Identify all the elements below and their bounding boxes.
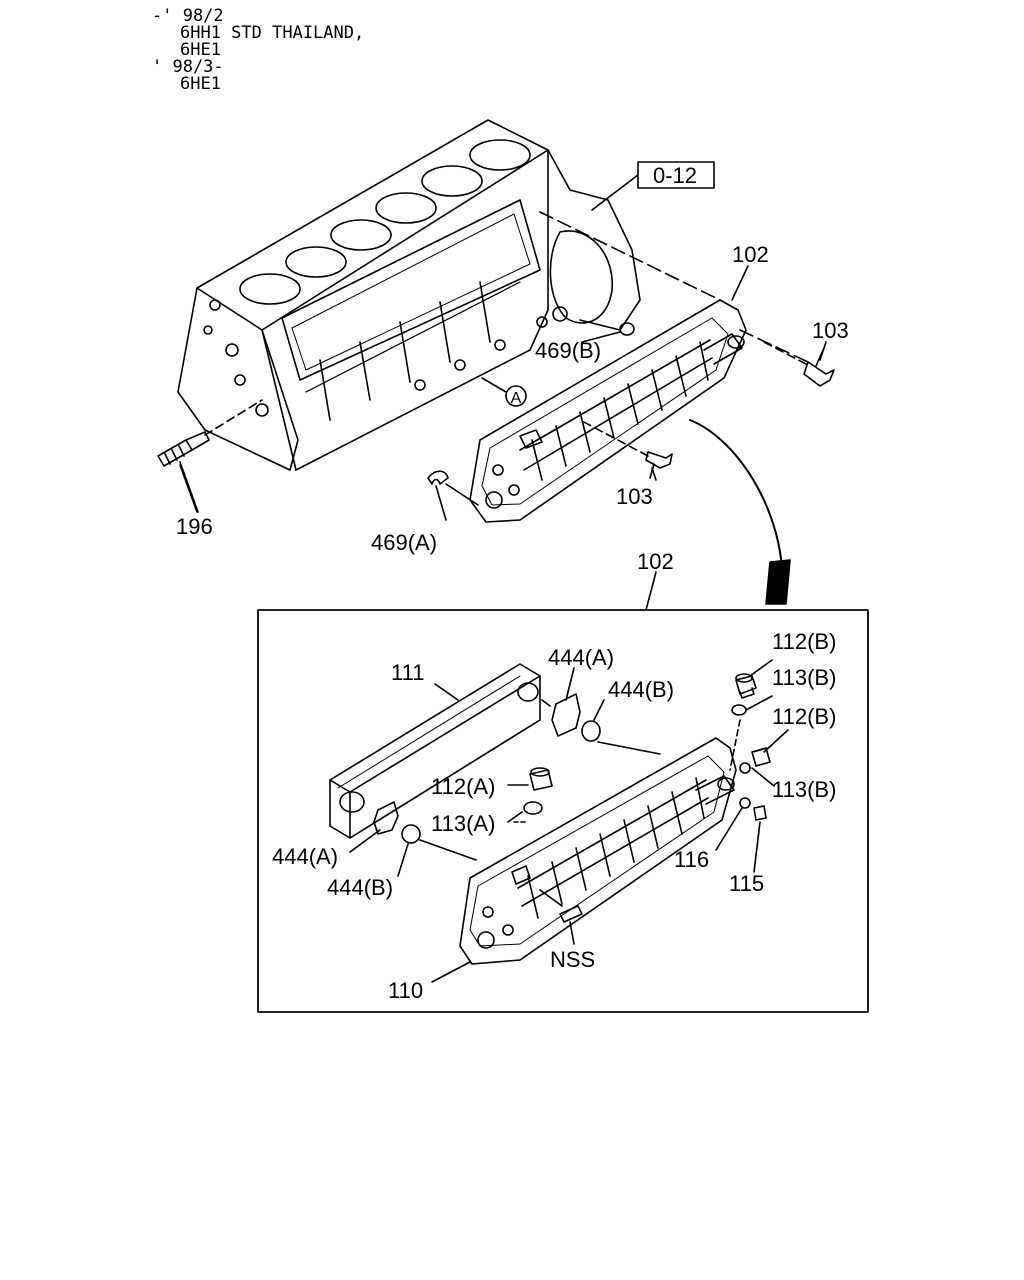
circle-ref-label: A bbox=[511, 390, 522, 407]
label-112b-mid: 112(B) bbox=[772, 704, 836, 729]
plug-196 bbox=[157, 399, 263, 513]
label-196: 196 bbox=[176, 514, 213, 539]
oring-444b-top bbox=[581, 720, 601, 742]
gasket-444a-low bbox=[373, 801, 399, 835]
drain-plug-115 bbox=[753, 805, 767, 821]
label-103-right: 103 bbox=[812, 318, 849, 343]
label-102-detail: 102 bbox=[637, 549, 674, 574]
label-102-top: 102 bbox=[732, 242, 769, 267]
header-line-3: 6HE1 bbox=[180, 40, 221, 60]
nss-tag bbox=[559, 905, 583, 923]
label-103-middle: 103 bbox=[616, 484, 653, 509]
gasket-469a bbox=[427, 470, 449, 485]
label-469b: 469(B) bbox=[535, 338, 601, 363]
cylinder-block bbox=[177, 119, 641, 471]
ref-box-label: 0-12 bbox=[653, 163, 697, 188]
cooler-body-110 bbox=[459, 737, 737, 965]
detail-arrow-icon bbox=[765, 559, 791, 605]
label-112a: 112(A) bbox=[431, 774, 495, 799]
ring-113b-top bbox=[731, 704, 747, 716]
label-113a: 113(A) bbox=[431, 811, 495, 836]
circle-ref-a bbox=[505, 385, 527, 407]
ring-113a bbox=[523, 801, 543, 815]
label-469a: 469(A) bbox=[371, 530, 437, 555]
oring-444b-low bbox=[401, 824, 421, 844]
plug-112b-top bbox=[735, 673, 757, 699]
gasket-444a-top bbox=[551, 693, 581, 737]
label-444b-top: 444(B) bbox=[608, 677, 674, 702]
label-444a-top: 444(A) bbox=[548, 645, 614, 670]
label-111: 111 bbox=[391, 660, 424, 685]
header-line-1: -' 98/2 bbox=[152, 6, 224, 26]
label-115: 115 bbox=[729, 871, 764, 896]
header-line-4: ' 98/3- bbox=[152, 57, 224, 77]
ring-113b-mid bbox=[739, 762, 751, 774]
header-line-2: 6HH1 STD THAILAND, bbox=[180, 23, 365, 43]
label-444b-low: 444(B) bbox=[327, 875, 393, 900]
label-113b-mid: 113(B) bbox=[772, 777, 836, 802]
bolt-103-middle bbox=[579, 419, 673, 479]
label-116: 116 bbox=[674, 847, 709, 872]
label-113b-top: 113(B) bbox=[772, 665, 836, 690]
label-112b-top: 112(B) bbox=[772, 629, 836, 654]
plug-112b-mid bbox=[751, 747, 771, 767]
washer-116 bbox=[739, 797, 751, 809]
label-444a-low: 444(A) bbox=[272, 844, 338, 869]
header-line-5: 6HE1 bbox=[180, 74, 221, 94]
detail-frame bbox=[257, 609, 869, 1013]
bolt-103-right bbox=[759, 339, 835, 387]
element-111 bbox=[329, 663, 541, 839]
label-110: 110 bbox=[388, 978, 423, 1003]
oil-cooler-assembly bbox=[469, 299, 747, 523]
label-nss: NSS bbox=[550, 947, 595, 972]
plug-112a bbox=[529, 767, 553, 791]
ring-469b bbox=[619, 322, 635, 336]
